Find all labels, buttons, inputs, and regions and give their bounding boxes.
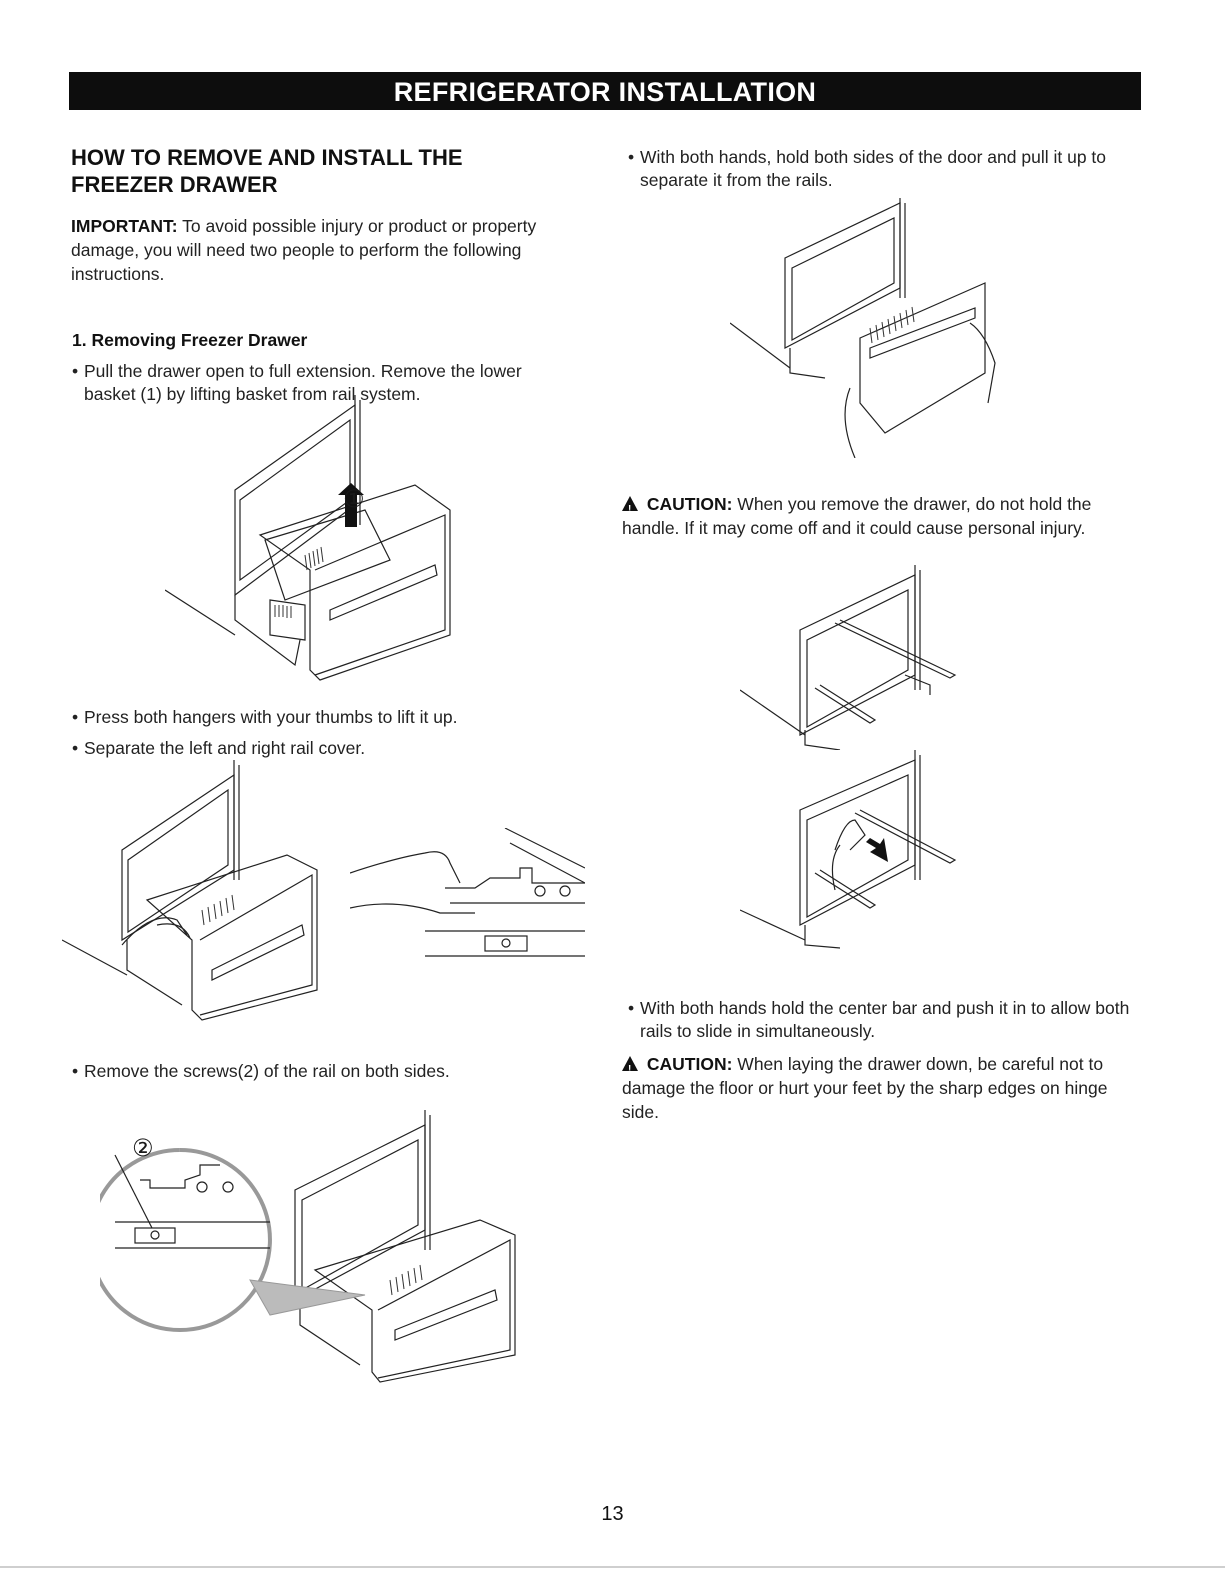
page-number: 13 — [601, 1503, 624, 1525]
section-heading: HOW TO REMOVE AND INSTALL THE FREEZER DR… — [71, 145, 463, 197]
caution-text: When laying the drawer down, be careful … — [622, 1054, 1108, 1122]
important-note: IMPORTANT: To avoid possible injury or p… — [71, 214, 581, 286]
bullet-text: Separate the left and right rail cover. — [84, 738, 366, 758]
warning-triangle-icon — [622, 1056, 638, 1082]
bullet-item: • With both hands hold the center bar an… — [628, 997, 1130, 1043]
rails-extended-illustration — [740, 565, 965, 750]
bottom-divider — [0, 1566, 1225, 1568]
door-removal-illustration — [730, 198, 1010, 458]
bullet-dot: • — [72, 1061, 79, 1081]
drawer-basket-illustration: ① — [165, 395, 465, 685]
bullet-item: • With both hands, hold both sides of th… — [628, 146, 1130, 192]
bullet-item: • Press both hangers with your thumbs to… — [72, 706, 544, 729]
bullet-text: With both hands hold the center bar and … — [640, 998, 1130, 1041]
bullet-item: • Separate the left and right rail cover… — [72, 737, 544, 760]
bullet-dot: • — [72, 738, 79, 758]
bullet-text: With both hands, hold both sides of the … — [640, 147, 1107, 190]
caution-label: CAUTION: — [646, 1054, 733, 1074]
section-banner: REFRIGERATOR INSTALLATION — [69, 72, 1141, 110]
bullet-item: • Pull the drawer open to full extension… — [72, 360, 544, 406]
caution-label: CAUTION: — [646, 494, 733, 514]
push-center-bar-illustration — [740, 750, 965, 950]
bullet-dot: • — [628, 998, 635, 1018]
bullet-text: Press both hangers with your thumbs to l… — [84, 707, 458, 727]
bullet-item: • Remove the screws(2) of the rail on bo… — [72, 1060, 544, 1083]
bullet-dot: • — [72, 361, 79, 381]
warning-triangle-icon — [622, 496, 638, 522]
caution-note: CAUTION: When laying the drawer down, be… — [622, 1052, 1122, 1124]
basket-callout: ① — [343, 485, 365, 513]
rail-screw-illustration: ② — [100, 1110, 525, 1385]
step-heading: 1. Removing Freezer Drawer — [72, 330, 308, 350]
hanger-detail-illustration — [350, 828, 585, 968]
bullet-text: Pull the drawer open to full extension. … — [84, 361, 522, 404]
important-text: To avoid possible injury or product or p… — [71, 216, 537, 284]
caution-text: When you remove the drawer, do not hold … — [622, 494, 1092, 538]
screw-callout: ② — [132, 1134, 154, 1162]
bullet-text: Remove the screws(2) of the rail on both… — [84, 1061, 450, 1081]
caution-note: CAUTION: When you remove the drawer, do … — [622, 492, 1132, 540]
rail-cover-illustration — [62, 760, 327, 1030]
bullet-dot: • — [628, 147, 635, 167]
important-label: IMPORTANT: — [71, 216, 178, 236]
bullet-dot: • — [72, 707, 79, 727]
